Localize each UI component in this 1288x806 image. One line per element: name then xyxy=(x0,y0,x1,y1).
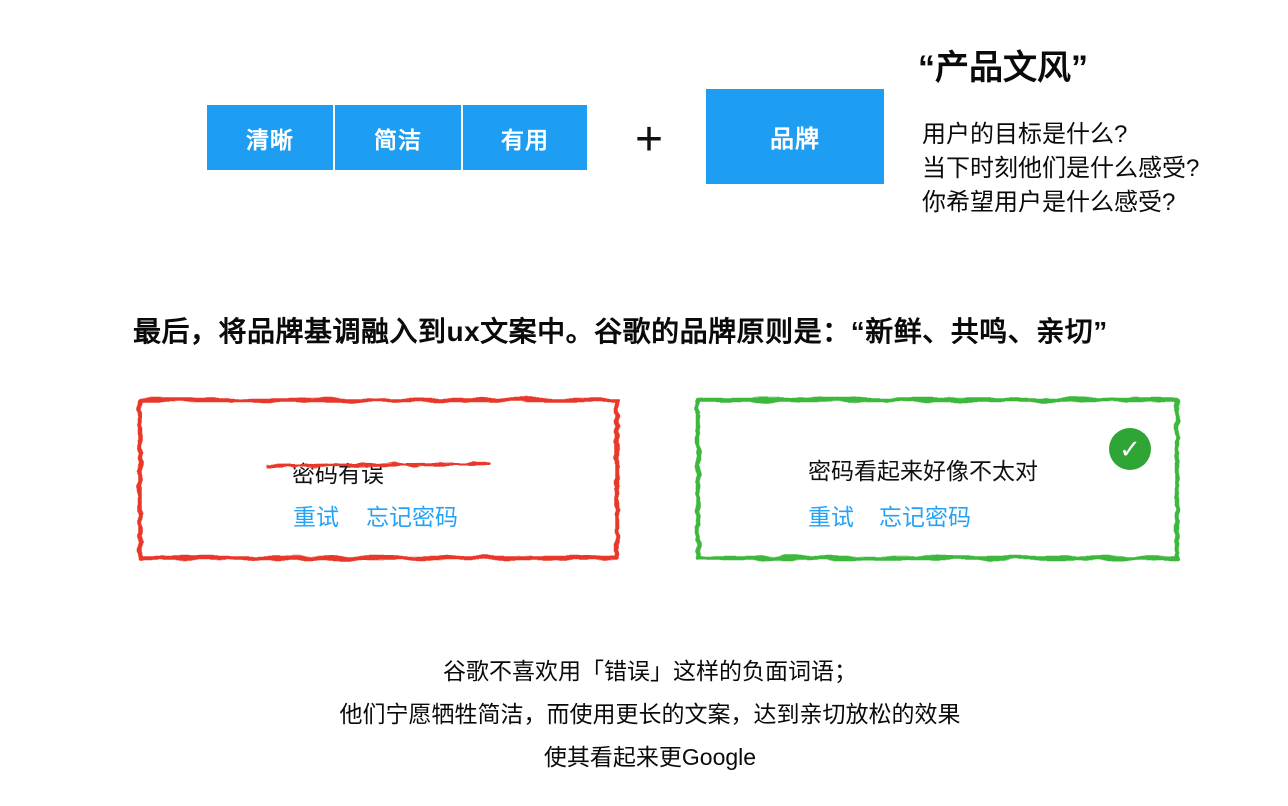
footnote-line: 谷歌不喜欢用「错误」这样的负面词语； xyxy=(443,658,857,684)
brand-box: 品牌 xyxy=(706,89,884,184)
footnote-line: 他们宁愿牺牲简洁，而使用更长的文案，达到亲切放松的效果 xyxy=(339,701,961,727)
style-questions: 用户的目标是什么? 当下时刻他们是什么感受? 你希望用户是什么感受? xyxy=(922,118,1199,220)
principle-box-label: 清晰 xyxy=(246,126,294,153)
page-title: “产品文风” xyxy=(918,49,1088,87)
principle-prefix: 最后，将品牌基调融入到ux文案中。谷歌的品牌原则是： xyxy=(133,316,851,347)
question-line: 用户的目标是什么? xyxy=(922,121,1128,148)
bad-example-border xyxy=(137,397,620,561)
principle-box-label: 有用 xyxy=(501,126,549,153)
retry-link[interactable]: 重试 xyxy=(293,504,339,530)
question-line: 你希望用户是什么感受? xyxy=(922,189,1176,216)
bad-example-actions: 重试 忘记密码 xyxy=(293,498,458,532)
footnote: 谷歌不喜欢用「错误」这样的负面词语； 他们宁愿牺牲简洁，而使用更长的文案，达到亲… xyxy=(12,650,1288,779)
strikethrough-line xyxy=(265,462,491,468)
brand-principle-sentence: 最后，将品牌基调融入到ux文案中。谷歌的品牌原则是：“新鲜、共鸣、亲切” xyxy=(133,310,1108,350)
question-line: 当下时刻他们是什么感受? xyxy=(922,155,1200,182)
retry-link[interactable]: 重试 xyxy=(808,504,854,530)
principle-box-concise: 简洁 xyxy=(335,105,461,170)
principle-box-label: 简洁 xyxy=(374,126,422,153)
plus-sign: + xyxy=(634,113,664,166)
check-glyph: ✓ xyxy=(1119,433,1141,464)
brand-box-label: 品牌 xyxy=(770,126,820,153)
principle-box-clear: 清晰 xyxy=(207,105,333,170)
check-icon: ✓ xyxy=(1109,428,1151,470)
good-example-border xyxy=(695,397,1180,561)
footnote-line: 使其看起来更Google xyxy=(543,744,757,770)
forgot-password-link[interactable]: 忘记密码 xyxy=(366,504,458,530)
forgot-password-link[interactable]: 忘记密码 xyxy=(879,504,971,530)
principle-box-useful: 有用 xyxy=(463,105,587,170)
good-example-message: 密码看起来好像不太对 xyxy=(808,458,1038,484)
good-example-actions: 重试 忘记密码 xyxy=(808,498,971,532)
principle-highlight: “新鲜、共鸣、亲切” xyxy=(850,316,1108,347)
